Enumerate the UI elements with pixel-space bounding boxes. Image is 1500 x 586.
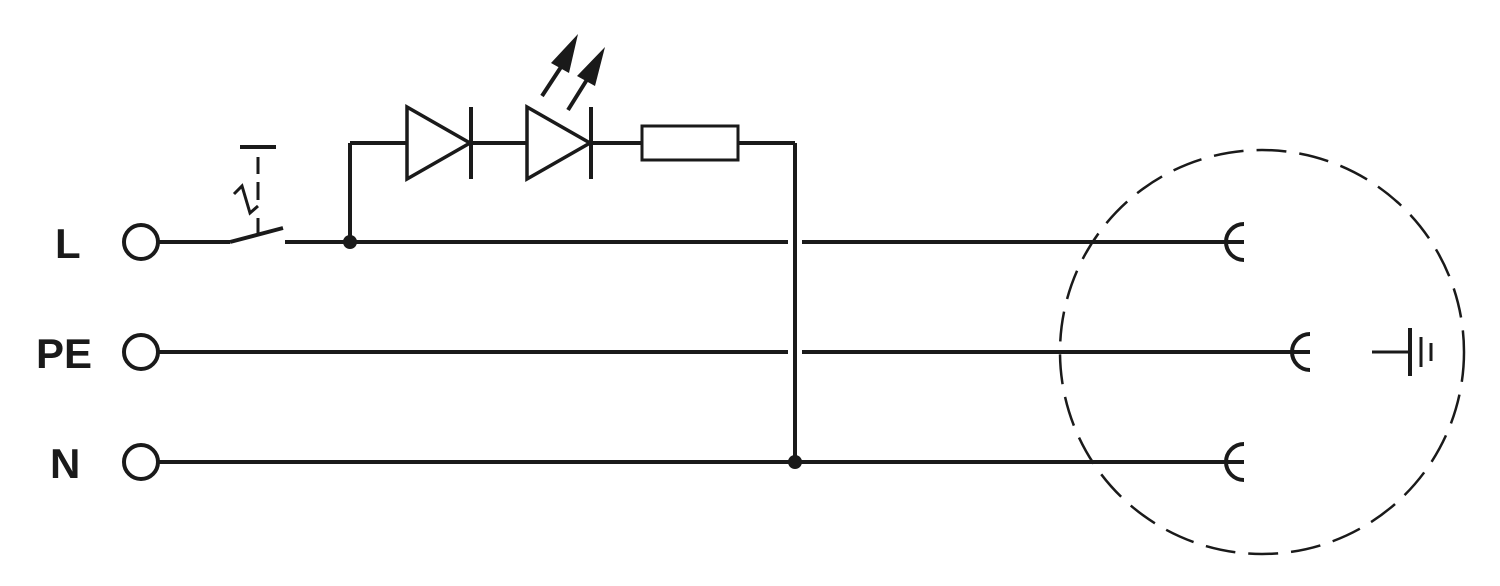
terminal-PE	[122, 333, 160, 371]
earth-icon	[1372, 328, 1433, 376]
socket-contact-L	[1224, 222, 1245, 262]
resistor	[640, 124, 740, 162]
terminal-L	[122, 223, 160, 261]
label-L: L	[55, 220, 81, 267]
socket-contact-N	[1224, 442, 1245, 482]
socket-contact-PE	[1290, 332, 1311, 372]
switch	[229, 145, 284, 244]
diode	[405, 103, 474, 183]
label-PE: PE	[36, 330, 92, 377]
socket-outlet	[1058, 148, 1466, 556]
junction-dot	[788, 455, 802, 469]
upper-branch	[348, 141, 797, 462]
label-N: N	[50, 440, 80, 487]
terminal-N	[122, 443, 160, 481]
led	[525, 34, 605, 183]
